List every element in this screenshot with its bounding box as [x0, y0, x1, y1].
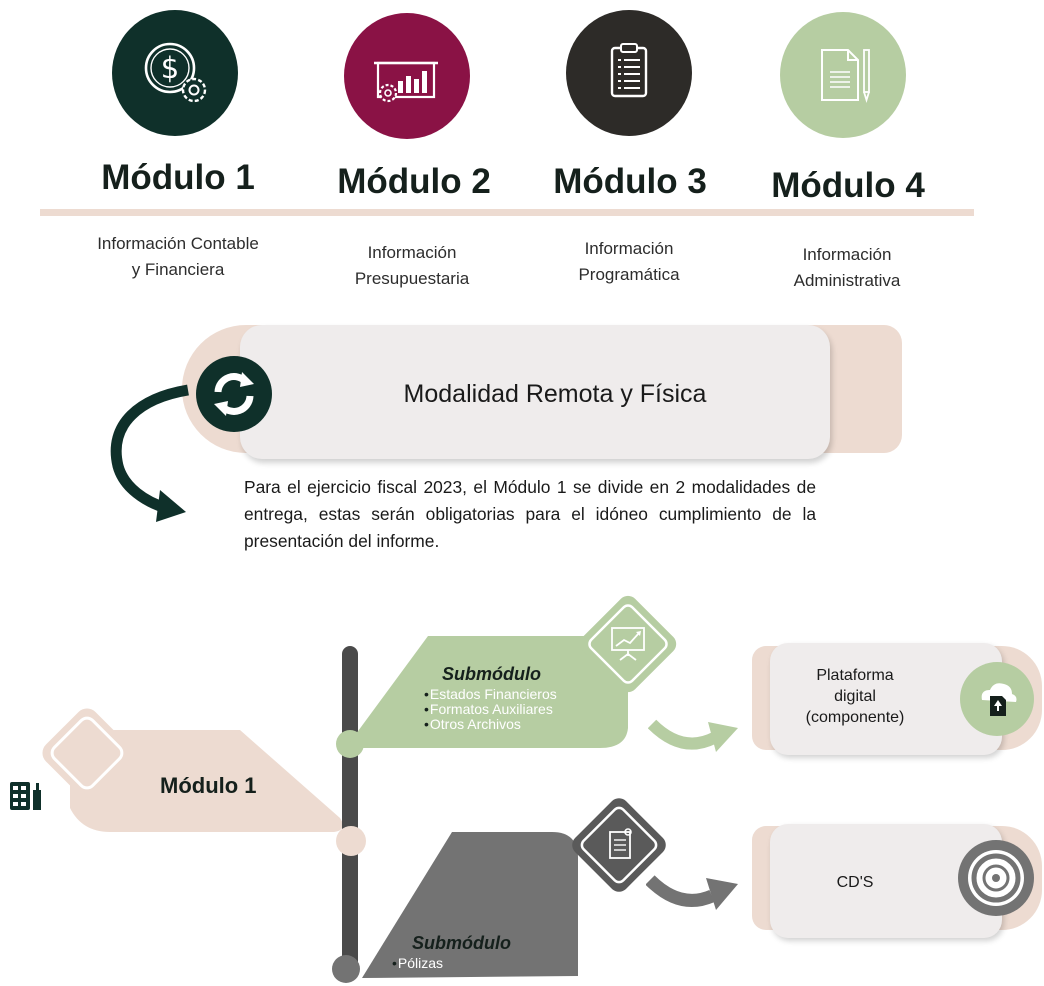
- module-1-label: Módulo 1: [160, 773, 257, 798]
- arrow-to-platform-icon: [648, 719, 738, 752]
- building-icon: [10, 782, 41, 810]
- module-2-desc-line1: Información: [367, 243, 457, 262]
- modalidad-description: Para el ejercicio fiscal 2023, el Módulo…: [244, 477, 816, 551]
- curved-arrow-icon: [110, 384, 189, 522]
- module-2-circle: [344, 13, 470, 139]
- dollar-gear-icon: $: [144, 42, 207, 103]
- document-pen-icon: [821, 49, 870, 104]
- cloud-upload-icon: [960, 662, 1034, 736]
- platform-label-line3: (componente): [805, 709, 905, 726]
- submodule-a-item: Estados Financieros: [424, 687, 557, 702]
- cd-disc-icon: [958, 840, 1034, 916]
- module-3-circle: [566, 10, 692, 136]
- module-3-desc-line2: Programática: [578, 265, 680, 284]
- modalidad-banner: [240, 325, 830, 459]
- submodule-a-item: Otros Archivos: [424, 717, 557, 732]
- submodule-a-item: Formatos Auxiliares: [424, 702, 557, 717]
- module-1-description: Información Contable y Financiera: [58, 231, 298, 283]
- module-1-desc-line2: y Financiera: [131, 260, 225, 279]
- module-1-diamond: [42, 708, 132, 798]
- module-1-title: Módulo 1: [101, 158, 255, 197]
- module-2-description: Información Presupuestaria: [292, 240, 532, 292]
- submodule-b-list: Pólizas: [392, 956, 443, 971]
- pinned-note-icon: [609, 828, 632, 859]
- vertical-connector-bar: [342, 646, 358, 976]
- arrow-to-cd-icon: [646, 875, 738, 910]
- module-3-description: Información Programática: [509, 236, 749, 288]
- submodule-b-banner: [362, 832, 578, 978]
- svg-text:$: $: [161, 51, 179, 85]
- platform-label-line1: Plataforma: [816, 667, 894, 684]
- platform-label-line2: digital: [834, 688, 876, 705]
- module-4-circle: [780, 12, 906, 138]
- module-4-desc-line1: Información: [802, 245, 892, 264]
- modalidad-title: Modalidad Remota y Física: [403, 380, 707, 408]
- presentation-chart-icon: [374, 61, 438, 103]
- divider-line: [40, 209, 974, 216]
- module-2-title: Módulo 2: [337, 162, 491, 201]
- submodule-b-item: Pólizas: [392, 956, 443, 971]
- cd-label: CD'S: [836, 874, 874, 891]
- module-4-desc-line2: Administrativa: [793, 271, 901, 290]
- module-3-title: Módulo 3: [553, 162, 707, 201]
- module-1-circle: $: [112, 10, 238, 136]
- clipboard-icon: [610, 43, 648, 98]
- module-4-description: Información Administrativa: [727, 242, 967, 294]
- platform-label: Plataforma digital (componente): [790, 665, 920, 728]
- module-4-title: Módulo 4: [771, 166, 925, 205]
- module-2-desc-line2: Presupuestaria: [354, 269, 470, 288]
- sync-arrows-icon: [196, 356, 272, 432]
- module-1-banner: [70, 730, 343, 832]
- submodule-a-diamond: [579, 595, 677, 693]
- connector-dot-beige: [336, 826, 366, 856]
- submodule-b-title: Submódulo: [412, 933, 511, 953]
- connector-dot-gray: [332, 955, 360, 983]
- submodule-a-title: Submódulo: [442, 664, 541, 684]
- presentation-trend-icon: [611, 627, 645, 661]
- submodule-a-list: Estados Financieros Formatos Auxiliares …: [424, 687, 557, 732]
- module-3-desc-line1: Información: [584, 239, 674, 258]
- module-1-desc-line1: Información Contable: [97, 234, 259, 253]
